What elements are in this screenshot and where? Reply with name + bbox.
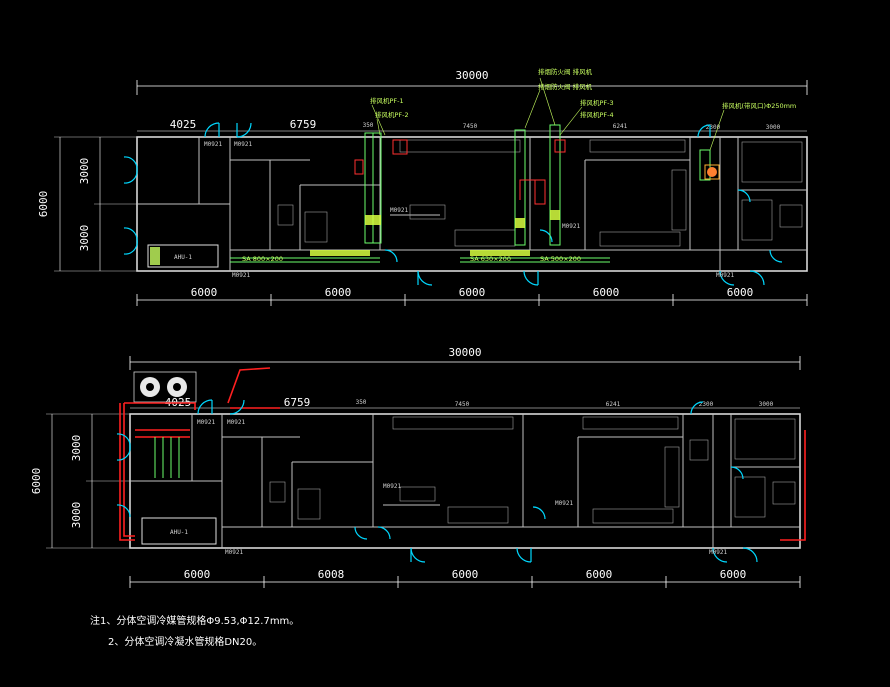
plan1-dim-bottom-1: 6000: [191, 286, 218, 299]
plan2-door-tag-5: M0921: [225, 549, 243, 556]
plan1-exhaust-pf3: 排风机PF-3: [580, 98, 614, 107]
plan1-fire-valve-1: 排烟防火阀 排风机: [538, 67, 593, 76]
plan1-dim-bottom-2: 6000: [325, 286, 352, 299]
note-line-1: 注1、分体空调冷媒管规格Φ9.53,Φ12.7mm。: [90, 614, 299, 627]
plan1-door-tag-2: M0921: [234, 141, 252, 148]
plan2-dim-top-5: 6241: [606, 401, 621, 408]
plan2-dim-top-4: 7450: [455, 401, 470, 408]
plan1-dim-top-2: 6759: [290, 118, 317, 131]
plan1-dim-bottom-4: 6000: [593, 286, 620, 299]
plan-upper: 30000 4025 6759 350 7450 6241 2300 3000 …: [37, 67, 808, 306]
plan1-supply-3: SA 500×200: [540, 255, 581, 263]
plan2-overall-width: 30000: [448, 346, 481, 359]
plan1-door-tag-4: M0921: [562, 223, 580, 230]
plan2-dim-bottom-5: 6000: [720, 568, 747, 581]
plan1-exhaust-pf2: 排风机PF-2: [375, 110, 409, 119]
plan1-dim-bottom-3: 6000: [459, 286, 486, 299]
plan1-supply-1: SA 800×200: [242, 255, 283, 263]
plan1-door-tag-3: M0921: [390, 207, 408, 214]
plan1-door-tag-1: M0921: [204, 141, 222, 148]
plan1-supply-2: SA 630×200: [470, 255, 511, 263]
plan2-door-tag-2: M0921: [227, 419, 245, 426]
note-line-2: 2、分体空调冷凝水管规格DN20。: [108, 635, 262, 648]
plan1-overall-width: 30000: [455, 69, 488, 82]
plan2-dim-left-2: 3000: [70, 502, 83, 529]
plan1-dim-top-5: 6241: [613, 123, 628, 130]
plan2-overall-height: 6000: [30, 468, 43, 495]
plan2-door-tag-4: M0921: [555, 500, 573, 507]
plan1-dim-top-3: 350: [363, 122, 374, 129]
plan1-dim-top-6: 2300: [706, 124, 721, 131]
plan2-door-tag-1: M0921: [197, 419, 215, 426]
plan2-dim-left-1: 3000: [70, 435, 83, 462]
plan1-dim-top-1: 4025: [170, 118, 197, 131]
notes: 注1、分体空调冷媒管规格Φ9.53,Φ12.7mm。 2、分体空调冷凝水管规格D…: [90, 614, 299, 648]
plan-lower: 30000 4025 6759 350 7450 6241 2300 3000 …: [30, 346, 806, 588]
plan2-dim-top-3: 350: [356, 399, 367, 406]
plan1-exhaust-pf4: 排风机PF-4: [580, 110, 614, 119]
plan1-door-tag-5: M0921: [232, 272, 250, 279]
plan1-dim-left-1: 3000: [78, 158, 91, 185]
plan2-dim-top-2: 6759: [284, 396, 311, 409]
plan1-dim-top-7: 3000: [766, 124, 781, 131]
plan1-door-tag-6: M0921: [716, 272, 734, 279]
plan2-ahu-label: AHU-1: [170, 529, 188, 536]
plan2-dim-bottom-3: 6000: [452, 568, 479, 581]
plan1-fire-valve-2: 排烟防火阀 排风机: [538, 82, 593, 91]
plan2-dim-bottom-1: 6000: [184, 568, 211, 581]
outdoor-units: [133, 371, 197, 403]
plan1-dim-left-2: 3000: [78, 225, 91, 252]
plan2-door-tag-6: M0921: [709, 549, 727, 556]
plan2-dim-bottom-4: 6000: [586, 568, 613, 581]
plan1-exhaust-note: 排风机(带风口)Φ250mm: [722, 101, 796, 110]
plan1-exhaust-pf1: 排风机PF-1: [370, 96, 404, 105]
plan1-ahu-label: AHU-1: [174, 254, 192, 261]
plan2-dim-bottom-2: 6008: [318, 568, 345, 581]
plan1-dim-bottom-5: 6000: [727, 286, 754, 299]
plan1-overall-height: 6000: [37, 191, 50, 218]
plan2-dim-top-7: 3000: [759, 401, 774, 408]
plan1-dim-top-4: 7450: [463, 123, 478, 130]
plan2-dim-top-6: 2300: [699, 401, 714, 408]
plan2-door-tag-3: M0921: [383, 483, 401, 490]
